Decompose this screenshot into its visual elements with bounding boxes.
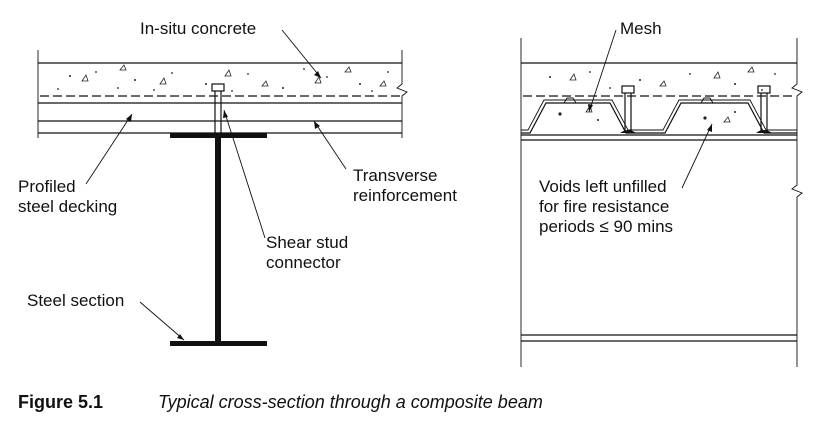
caption-text: Typical cross-section through a composit…: [158, 392, 543, 412]
label-steel-section: Steel section: [27, 291, 124, 310]
label-voids-l3: periods ≤ 90 mins: [539, 217, 673, 236]
decking-stiffener-2: [700, 97, 714, 104]
right-shear-stud-1: [620, 85, 636, 133]
label-in-situ-concrete: In-situ concrete: [140, 19, 256, 38]
concrete-aggregate: [57, 64, 389, 92]
label-shear-stud-l2: connector: [266, 253, 341, 272]
label-profiled-l1: Profiled: [18, 177, 76, 196]
label-transverse-l2: reinforcement: [353, 186, 457, 205]
label-voids-l1: Voids left unfilled: [539, 177, 667, 196]
decking-stiffener-1: [563, 97, 577, 104]
top-flange: [170, 133, 267, 138]
left-cross-section: In-situ concrete Profiled steel decking …: [18, 19, 457, 346]
label-shear-stud-l1: Shear stud: [266, 233, 348, 252]
profiled-decking-profile: [521, 102, 797, 134]
right-leaders: [588, 29, 713, 189]
label-mesh: Mesh: [620, 19, 662, 38]
shear-stud-head: [211, 83, 225, 92]
shear-stud: [211, 83, 225, 133]
web: [215, 138, 221, 341]
steel-i-section: [170, 133, 267, 346]
right-shear-stud-2: [756, 85, 772, 133]
right-concrete-aggregate: [549, 66, 776, 123]
profiled-decking-inner: [521, 99, 797, 131]
bottom-flange: [170, 341, 267, 346]
label-transverse-l1: Transverse: [353, 166, 437, 185]
left-leaders: [85, 29, 347, 341]
right-view-right-edge: [791, 38, 803, 367]
caption-number: Figure 5.1: [18, 392, 103, 412]
figure-caption: Figure 5.1 Typical cross-section through…: [18, 392, 543, 412]
right-longitudinal-section: Mesh Voids left unfilled for fire resist…: [520, 19, 803, 367]
label-voids-l2: for fire resistance: [539, 197, 669, 216]
label-profiled-l2: steel decking: [18, 197, 117, 216]
